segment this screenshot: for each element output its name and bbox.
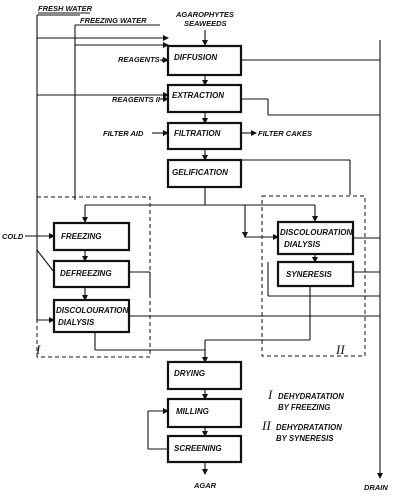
drying-box [166, 360, 243, 391]
cold-label: COLD [2, 232, 24, 241]
milling-label: MILLING [176, 407, 209, 416]
defreezing-label: DEFREEZING [60, 269, 112, 278]
filter-aid-label: FILTER AID [103, 129, 144, 138]
extraction-label: EXTRACTION [172, 91, 224, 100]
dialysis-right-label: DIALYSIS [284, 240, 321, 249]
screening-label: SCREENING [174, 444, 222, 453]
reagents-1-label: REAGENTS I [118, 55, 165, 64]
legend-2-line2: BY SYNERESIS [276, 434, 334, 443]
water-defreezing-link [36, 249, 55, 273]
discolouration-dialysis-right-box [276, 220, 355, 256]
agar-label: AGAR [193, 481, 217, 490]
discolouration-right-label: DISCOLOURATION [280, 228, 353, 237]
gelification-label: GELIFICATION [172, 168, 228, 177]
gelification-box [166, 158, 243, 189]
milling-box [166, 397, 243, 429]
group-2-outputs [205, 237, 380, 341]
filter-cakes-label: FILTER CAKES [258, 129, 312, 138]
gelification-split [82, 187, 318, 240]
raw-material-label-1: AGAROPHYTES [175, 10, 234, 19]
dialysis-left-label: DIALYSIS [58, 318, 95, 327]
legend-1-line1: DEHYDRATATION [278, 392, 344, 401]
group-1-numeral: I [35, 342, 41, 357]
raw-material-label-2: SEAWEEDS [184, 19, 227, 28]
freezing-label: FREEZING [61, 232, 101, 241]
defreezing-box [52, 259, 131, 289]
discolouration-left-label: DISCOLOURATION [56, 306, 129, 315]
reagents-2-label: REAGENTS II [112, 95, 161, 104]
filtration-label: FILTRATION [174, 129, 221, 138]
fresh-water-label: FRESH WATER [38, 4, 93, 13]
legend-2-line1: DEHYDRATATION [276, 423, 342, 432]
discolouration-dialysis-left-box [52, 298, 131, 334]
legend: I DEHYDRATATION BY FREEZING II DEHYDRATA… [261, 387, 344, 443]
legend-1-line2: BY FREEZING [278, 403, 330, 412]
syneresis-label: SYNERESIS [286, 270, 332, 279]
group-2-frame [261, 195, 366, 357]
filtration-box [166, 121, 243, 151]
legend-1-numeral: I [267, 387, 273, 402]
freezing-water-label: FREEZING WATER [80, 16, 147, 25]
diffusion-label: DIFFUSION [174, 53, 217, 62]
screening-recycle-loop [147, 408, 169, 450]
legend-2-numeral: II [261, 418, 271, 433]
group-1-outputs [94, 271, 380, 351]
drying-label: DRYING [174, 369, 205, 378]
drain-branches [241, 40, 383, 479]
syneresis-box [276, 260, 355, 288]
drain-label: DRAIN [364, 483, 388, 492]
group-2-numeral: II [335, 342, 345, 357]
